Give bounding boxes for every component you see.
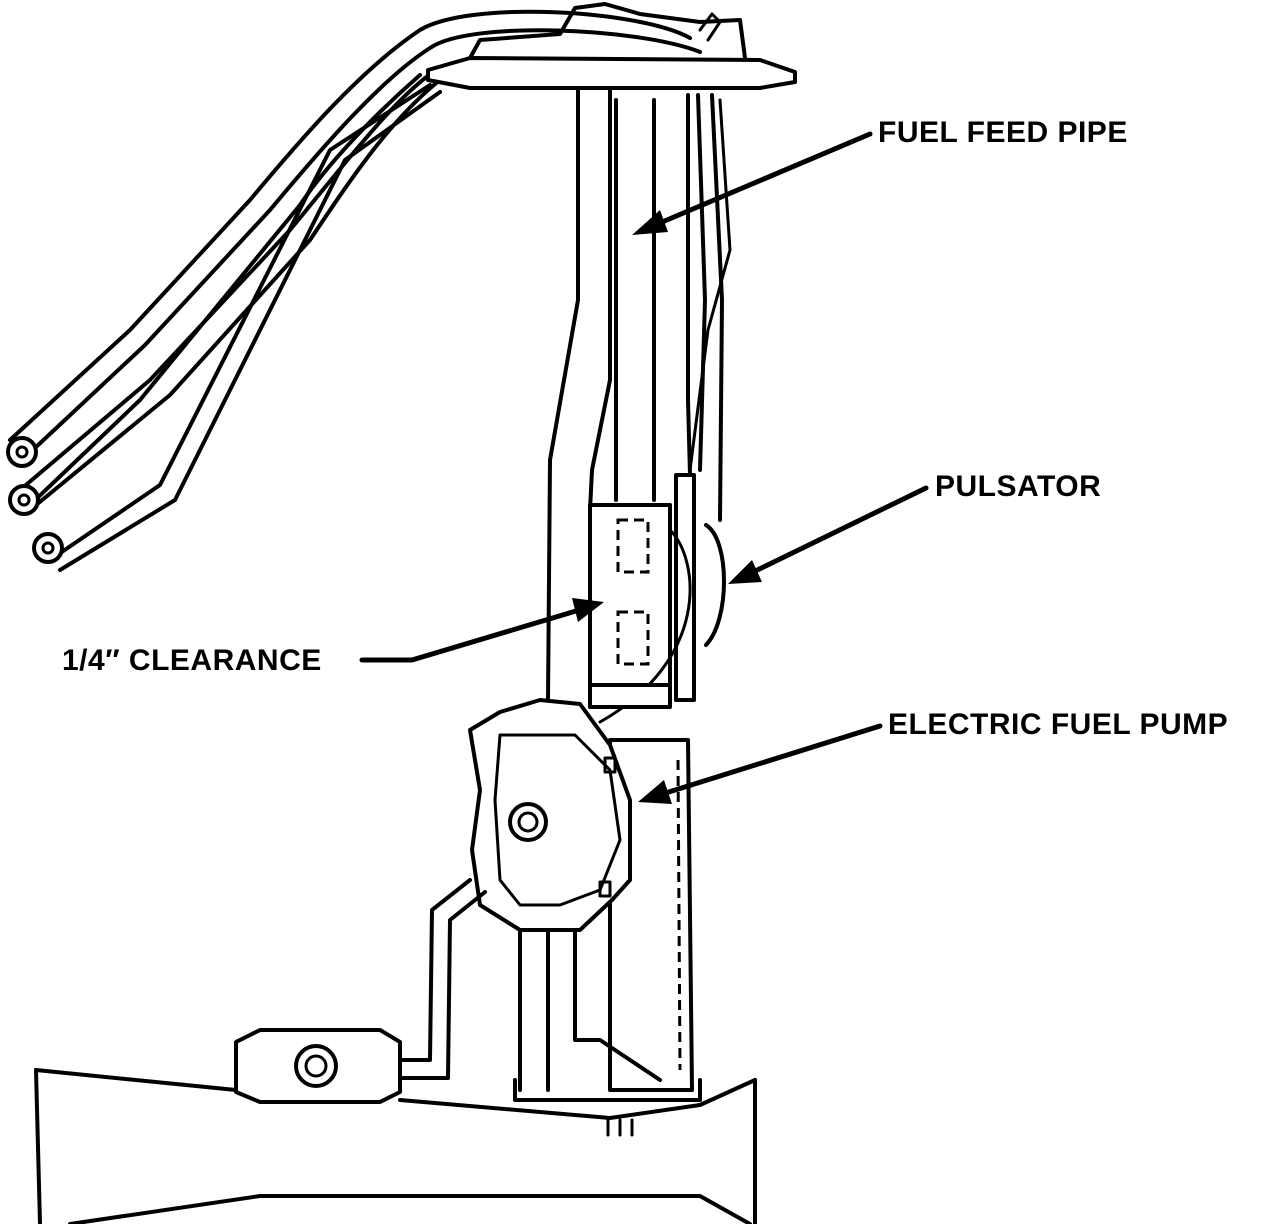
label-clearance: 1/4″ CLEARANCE	[62, 644, 322, 677]
leader-pulsator	[728, 485, 929, 584]
fuel-lines	[6, 9, 712, 572]
fuel-strainer	[234, 878, 487, 1104]
leader-clearance	[359, 598, 604, 663]
reservoir-tube	[34, 1068, 757, 1224]
sender-tubes	[546, 88, 732, 702]
label-pulsator: PULSATOR	[935, 470, 1102, 503]
mounting-flange	[426, 2, 797, 90]
fuel-pump-housing	[468, 698, 702, 1102]
pulsator-body	[588, 473, 726, 724]
label-fuel-feed-pipe: FUEL FEED PIPE	[878, 116, 1128, 149]
leader-fuel-feed-pipe	[632, 131, 873, 235]
leader-electric-fuel-pump	[638, 723, 883, 804]
label-electric-fuel-pump: ELECTRIC FUEL PUMP	[888, 708, 1229, 741]
